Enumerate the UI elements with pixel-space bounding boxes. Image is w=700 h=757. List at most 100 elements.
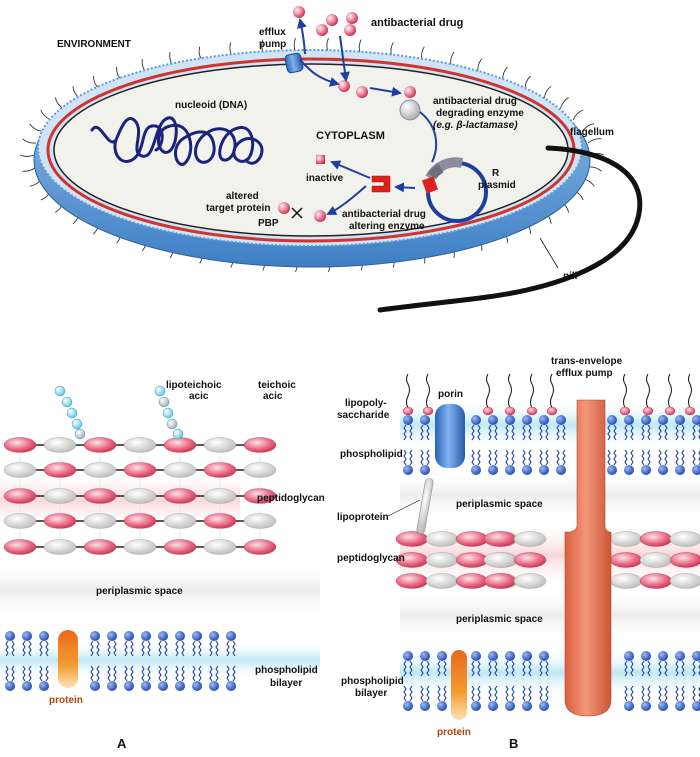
lipid-tail: [443, 685, 447, 702]
label-teichoic-1: teichoic: [258, 380, 296, 391]
lps-core: [482, 406, 494, 416]
label-pili: pili: [563, 271, 578, 282]
lipid-tail: [692, 660, 696, 677]
lipid-head: [158, 681, 168, 691]
lipid-tail: [181, 665, 185, 682]
lipid-tail: [681, 449, 685, 466]
nam-sugar: [425, 552, 459, 568]
lipid-tail: [403, 685, 407, 702]
label-lipoprotein: lipoprotein: [337, 512, 389, 523]
label-bilayer-a: bilayer: [270, 678, 302, 689]
lipopolysaccharide-chains: [402, 373, 696, 416]
lipid-head: [675, 415, 685, 425]
lipid-head: [505, 465, 515, 475]
lipid-tail: [226, 640, 230, 657]
nam-sugar: [3, 462, 37, 478]
teichoic-bead: [61, 396, 73, 408]
lipid-head: [226, 631, 236, 641]
lps-core: [526, 406, 538, 416]
lps-core: [422, 406, 434, 416]
lipid-head: [692, 415, 700, 425]
nag-sugar: [163, 539, 197, 555]
lipid-tail: [28, 665, 32, 682]
lipid-tail: [198, 665, 202, 682]
label-trans-2: efflux pump: [556, 368, 613, 379]
label-efflux: efflux: [259, 27, 286, 38]
lipid-tail: [675, 685, 679, 702]
pilus: [29, 123, 42, 132]
lipid-tail: [5, 665, 9, 682]
lipid-tail: [613, 424, 617, 441]
lipid-head: [209, 631, 219, 641]
label-phospholipid-b: phospholipid: [340, 449, 403, 460]
lipid-head: [488, 465, 498, 475]
lipid-head: [420, 651, 430, 661]
lipid-tail: [477, 424, 481, 441]
nam-sugar: [123, 539, 157, 555]
teichoic-bead: [71, 418, 83, 430]
lipid-head: [556, 415, 566, 425]
lipid-tail: [658, 660, 662, 677]
pilus: [40, 109, 51, 121]
lipid-head: [488, 415, 498, 425]
lipid-head: [658, 651, 668, 661]
lipid-tail: [477, 660, 481, 677]
lipid-tail: [664, 660, 668, 677]
nag-sugar: [455, 573, 489, 589]
lps-chain: [668, 373, 672, 409]
lipid-head: [539, 415, 549, 425]
nam-sugar: [83, 513, 117, 529]
nag-sugar: [123, 513, 157, 529]
lipid-tail: [624, 660, 628, 677]
lipid-tail: [471, 424, 475, 441]
lipid-tail: [11, 640, 15, 657]
pilus: [588, 166, 602, 172]
label-peptidoglycan-a: peptidoglycan: [257, 493, 325, 504]
drug-molecule: [293, 6, 305, 18]
lipid-head: [624, 701, 634, 711]
lipid-tail: [630, 424, 634, 441]
pilus: [582, 123, 595, 132]
lipid-tail: [607, 424, 611, 441]
lipid-head: [403, 415, 413, 425]
lipid-head: [641, 415, 651, 425]
lipid-tail: [607, 449, 611, 466]
nam-sugar: [513, 531, 547, 547]
lipid-head: [624, 415, 634, 425]
lipid-tail: [528, 685, 532, 702]
label-protein-b: protein: [437, 727, 471, 738]
nam-sugar: [203, 437, 237, 453]
label-altering-2: altering enzyme: [349, 221, 425, 232]
lipid-tail: [494, 660, 498, 677]
teichoic-bead: [74, 428, 86, 440]
lipid-tail: [226, 665, 230, 682]
lipid-head: [175, 681, 185, 691]
nag-sugar: [455, 531, 489, 547]
lipid-tail: [528, 424, 532, 441]
nam-sugar: [163, 513, 197, 529]
lipid-head: [471, 465, 481, 475]
lipid-head: [5, 631, 15, 641]
lipid-tail: [545, 685, 549, 702]
lipid-tail: [11, 665, 15, 682]
nag-sugar: [43, 513, 77, 529]
lipid-tail: [232, 665, 236, 682]
lipid-tail: [664, 449, 668, 466]
label-peptidoglycan-b: peptidoglycan: [337, 553, 405, 564]
lipid-tail: [437, 685, 441, 702]
lps-chain: [426, 373, 430, 409]
label-pump: pump: [259, 39, 286, 50]
lipid-tail: [681, 685, 685, 702]
nag-sugar: [83, 437, 117, 453]
lipid-head: [437, 651, 447, 661]
lipid-tail: [96, 665, 100, 682]
lps-core: [642, 406, 654, 416]
lipid-tail: [175, 665, 179, 682]
lipid-tail: [232, 640, 236, 657]
lipid-tail: [664, 685, 668, 702]
label-teichoic-2: acic: [263, 391, 283, 402]
lipid-tail: [511, 685, 515, 702]
label-bilayer-b1: phospholipid: [341, 676, 404, 687]
lipid-head: [539, 651, 549, 661]
lipid-head: [505, 701, 515, 711]
